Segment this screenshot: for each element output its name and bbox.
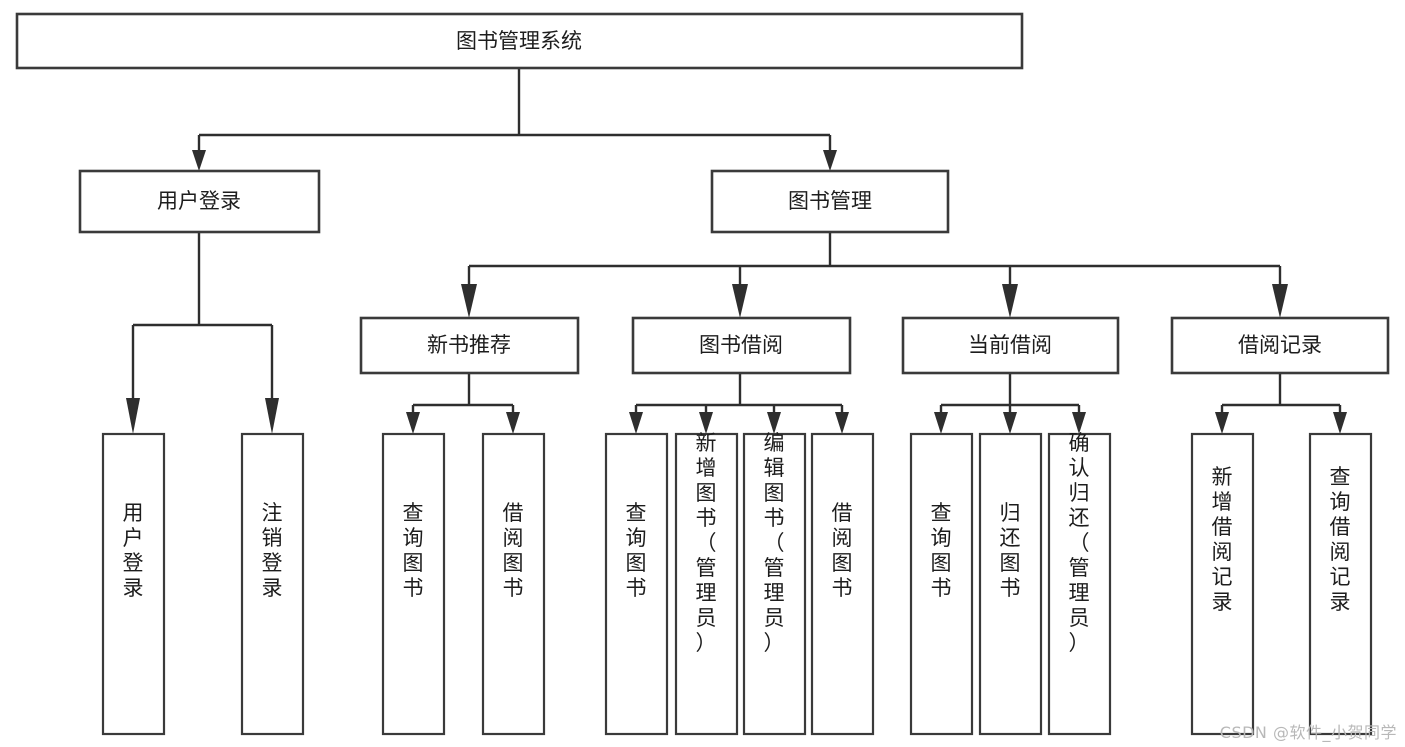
leaf-query-book-b-label: 查询图书 <box>626 501 647 600</box>
leaf-query-record-label: 查询借阅记录 <box>1330 465 1351 614</box>
arrowhead-leaf-c3 <box>1072 412 1086 434</box>
arrowhead-new-book <box>461 284 477 318</box>
leaf-user-login-box[interactable] <box>101 432 166 736</box>
leaf-query-record-box[interactable] <box>1308 432 1373 736</box>
leaf-node[interactable]: 新增图书（管理员） <box>674 431 739 736</box>
node-borrow-record-label: 借阅记录 <box>1238 333 1322 357</box>
node-book-borrow-label: 图书借阅 <box>699 333 783 357</box>
leaf-return-book-label: 归还图书 <box>1000 501 1021 600</box>
node-new-book-recommend-box[interactable] <box>359 316 580 375</box>
arrowhead-book-manage <box>823 150 837 171</box>
node-book-manage[interactable]: 图书管理 <box>710 169 950 234</box>
arrowhead-leaf-b1 <box>629 412 643 434</box>
leaf-node[interactable]: 确认归还（管理员） <box>1047 431 1112 736</box>
leaf-query-book-b-box[interactable] <box>604 432 669 736</box>
leaf-edit-book-box[interactable] <box>742 432 807 736</box>
node-title-label: 图书管理系统 <box>456 29 582 53</box>
leaf-node[interactable]: 用户登录 <box>101 432 166 736</box>
arrowhead-leaf-n2 <box>506 412 520 434</box>
node-borrow-record[interactable]: 借阅记录 <box>1170 316 1390 375</box>
node-current-borrow-label: 当前借阅 <box>968 333 1052 357</box>
node-current-borrow[interactable]: 当前借阅 <box>901 316 1120 375</box>
node-user-login-box[interactable] <box>78 169 321 234</box>
arrowhead-leaf-b4 <box>835 412 849 434</box>
leaf-query-book-c-box[interactable] <box>909 432 974 736</box>
node-book-manage-label: 图书管理 <box>788 189 872 213</box>
leaf-node[interactable]: 查询图书 <box>381 432 446 736</box>
leaf-node[interactable]: 查询图书 <box>909 432 974 736</box>
node-new-book-recommend[interactable]: 新书推荐 <box>359 316 580 375</box>
leaf-node[interactable]: 借阅图书 <box>481 432 546 736</box>
leaf-node[interactable]: 归还图书 <box>978 432 1043 736</box>
leaf-query-book-n-label: 查询图书 <box>403 501 424 600</box>
leaf-node[interactable]: 新增借阅记录 <box>1190 432 1255 736</box>
arrowhead-user-login <box>192 150 206 171</box>
arrowhead-leaf-n1 <box>406 412 420 434</box>
node-book-borrow[interactable]: 图书借阅 <box>631 316 852 375</box>
leaf-borrow-book-b-label: 借阅图书 <box>832 501 853 600</box>
leaf-node[interactable]: 借阅图书 <box>810 432 875 736</box>
leaf-confirm-return-label: 确认归还（管理员） <box>1069 431 1090 655</box>
arrowhead-leaf-b3 <box>767 412 781 434</box>
arrowhead-book-borrow <box>732 284 748 318</box>
arrowhead-leaf-r2 <box>1333 412 1347 434</box>
arrowhead-leaf-u1 <box>126 398 140 434</box>
leaf-add-record-box[interactable] <box>1190 432 1255 736</box>
node-title[interactable]: 图书管理系统 <box>15 12 1024 70</box>
leaf-add-book-box[interactable] <box>674 432 739 736</box>
node-new-book-recommend-label: 新书推荐 <box>427 333 511 357</box>
node-borrow-record-box[interactable] <box>1170 316 1390 375</box>
leaf-add-book-label: 新增图书（管理员） <box>696 431 717 655</box>
node-current-borrow-box[interactable] <box>901 316 1120 375</box>
leaf-borrow-book-n-label: 借阅图书 <box>503 501 524 600</box>
arrowhead-borrow-record <box>1272 284 1288 318</box>
arrowhead-leaf-c1 <box>934 412 948 434</box>
leaf-edit-book-label: 编辑图书（管理员） <box>764 431 785 655</box>
csdn-watermark: CSDN @软件_小贺同学 <box>1219 723 1397 742</box>
leaf-borrow-book-n-box[interactable] <box>481 432 546 736</box>
leaf-node[interactable]: 查询借阅记录 <box>1308 432 1373 736</box>
leaf-borrow-book-b-box[interactable] <box>810 432 875 736</box>
leaf-node[interactable]: 编辑图书（管理员） <box>742 431 807 736</box>
node-user-login-label: 用户登录 <box>157 189 241 213</box>
arrowhead-leaf-r1 <box>1215 412 1229 434</box>
node-book-borrow-box[interactable] <box>631 316 852 375</box>
leaf-add-record-label: 新增借阅记录 <box>1212 465 1233 614</box>
arrowhead-leaf-c2 <box>1003 412 1017 434</box>
leaf-user-login-label: 用户登录 <box>123 501 144 600</box>
node-user-login[interactable]: 用户登录 <box>78 169 321 234</box>
leaf-logout-box[interactable] <box>240 432 305 736</box>
node-title-box[interactable] <box>15 12 1024 70</box>
leaf-query-book-c-label: 查询图书 <box>931 501 952 600</box>
node-book-manage-box[interactable] <box>710 169 950 234</box>
arrowhead-leaf-b2 <box>699 412 713 434</box>
connector-layer <box>126 68 1347 434</box>
leaf-confirm-return-box[interactable] <box>1047 432 1112 736</box>
leaf-node[interactable]: 注销登录 <box>240 432 305 736</box>
arrowhead-current-borrow <box>1002 284 1018 318</box>
leaf-return-book-box[interactable] <box>978 432 1043 736</box>
leaf-node[interactable]: 查询图书 <box>604 432 669 736</box>
leaf-query-book-n-box[interactable] <box>381 432 446 736</box>
arrowhead-leaf-u2 <box>265 398 279 434</box>
leaf-logout-label: 注销登录 <box>262 501 283 600</box>
